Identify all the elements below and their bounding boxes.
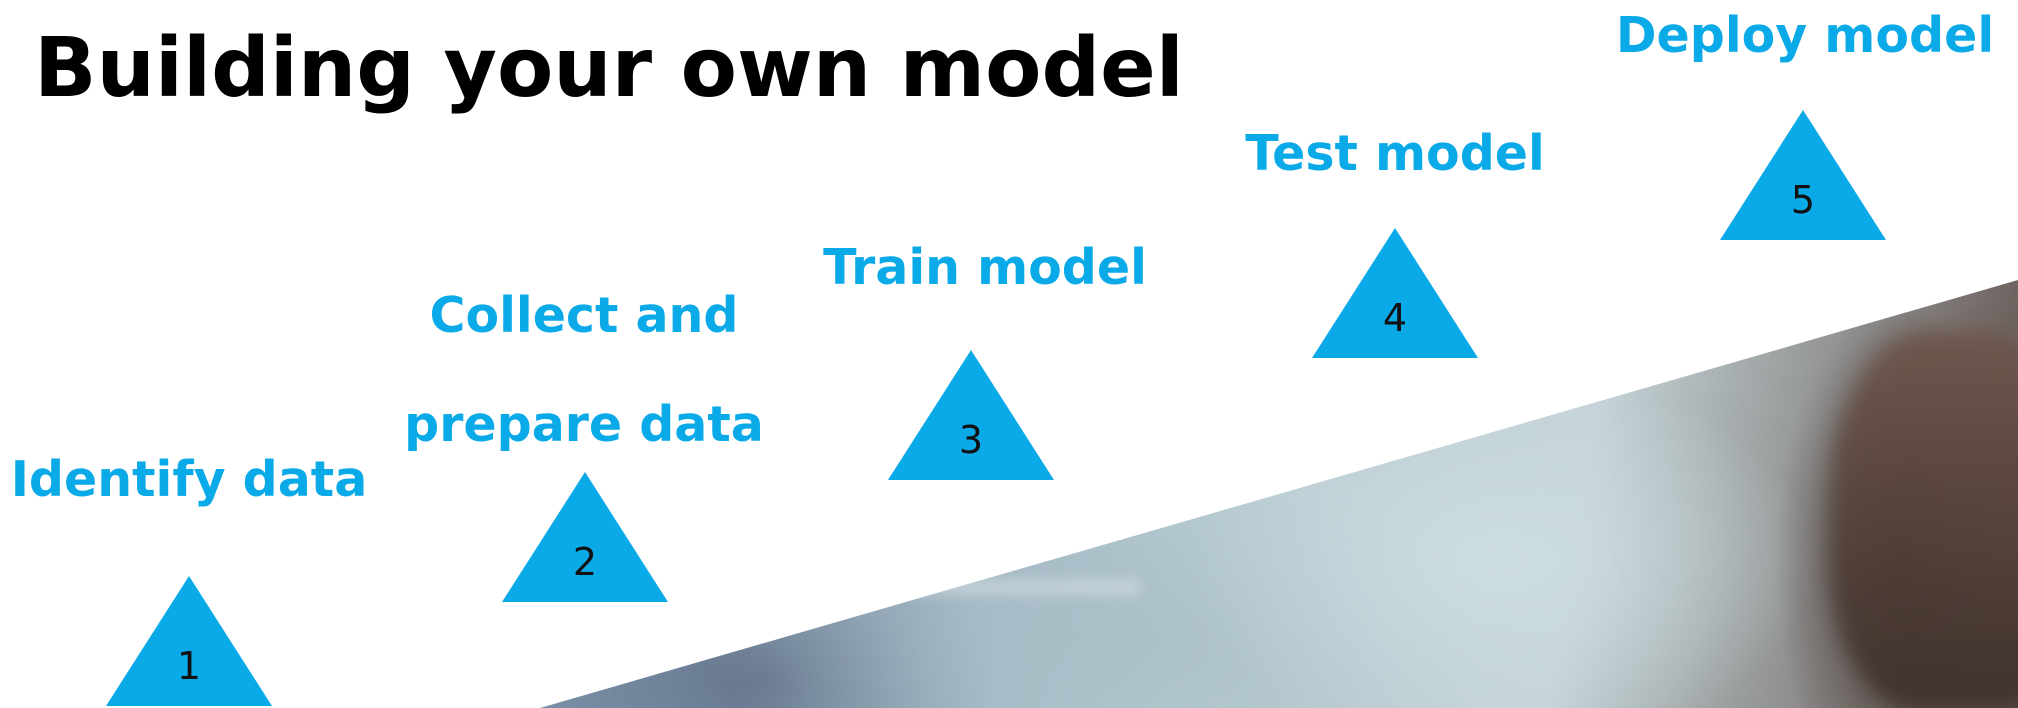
step-4-label: Test model: [1210, 122, 1580, 186]
step-5-label: Deploy model: [1600, 4, 2010, 68]
step-1-label-line-1: Identify data: [10, 451, 368, 508]
step-4-triangle: 4: [1312, 228, 1478, 358]
laptop-edge-shape: [620, 580, 1140, 594]
step-2-label: Collect and prepare data: [394, 284, 774, 457]
step-3-triangle: 3: [888, 350, 1054, 480]
step-1-triangle: 1: [106, 576, 272, 706]
step-2-triangle: 2: [502, 472, 668, 602]
step-1-label: Identify data: [8, 448, 370, 512]
triangle-icon: [1312, 228, 1478, 358]
step-1-number: 1: [176, 644, 202, 688]
step-3-label-line-1: Train model: [823, 239, 1147, 296]
step-2-label-line-1: Collect and: [429, 287, 739, 344]
step-2-number: 2: [572, 540, 598, 584]
triangle-icon: [502, 472, 668, 602]
step-5-triangle: 5: [1720, 110, 1886, 240]
step-5-label-line-1: Deploy model: [1615, 7, 1995, 64]
step-3-number: 3: [958, 418, 984, 462]
triangle-icon: [888, 350, 1054, 480]
step-2-label-line-2: prepare data: [404, 396, 764, 453]
slide-title: Building your own model: [34, 21, 1184, 116]
triangle-icon: [1720, 110, 1886, 240]
triangle-icon: [106, 576, 272, 706]
step-4-number: 4: [1382, 296, 1408, 340]
step-4-label-line-1: Test model: [1245, 125, 1545, 182]
step-3-label: Train model: [804, 236, 1166, 300]
hand-shape: [1830, 330, 2018, 708]
step-5-number: 5: [1790, 178, 1816, 222]
